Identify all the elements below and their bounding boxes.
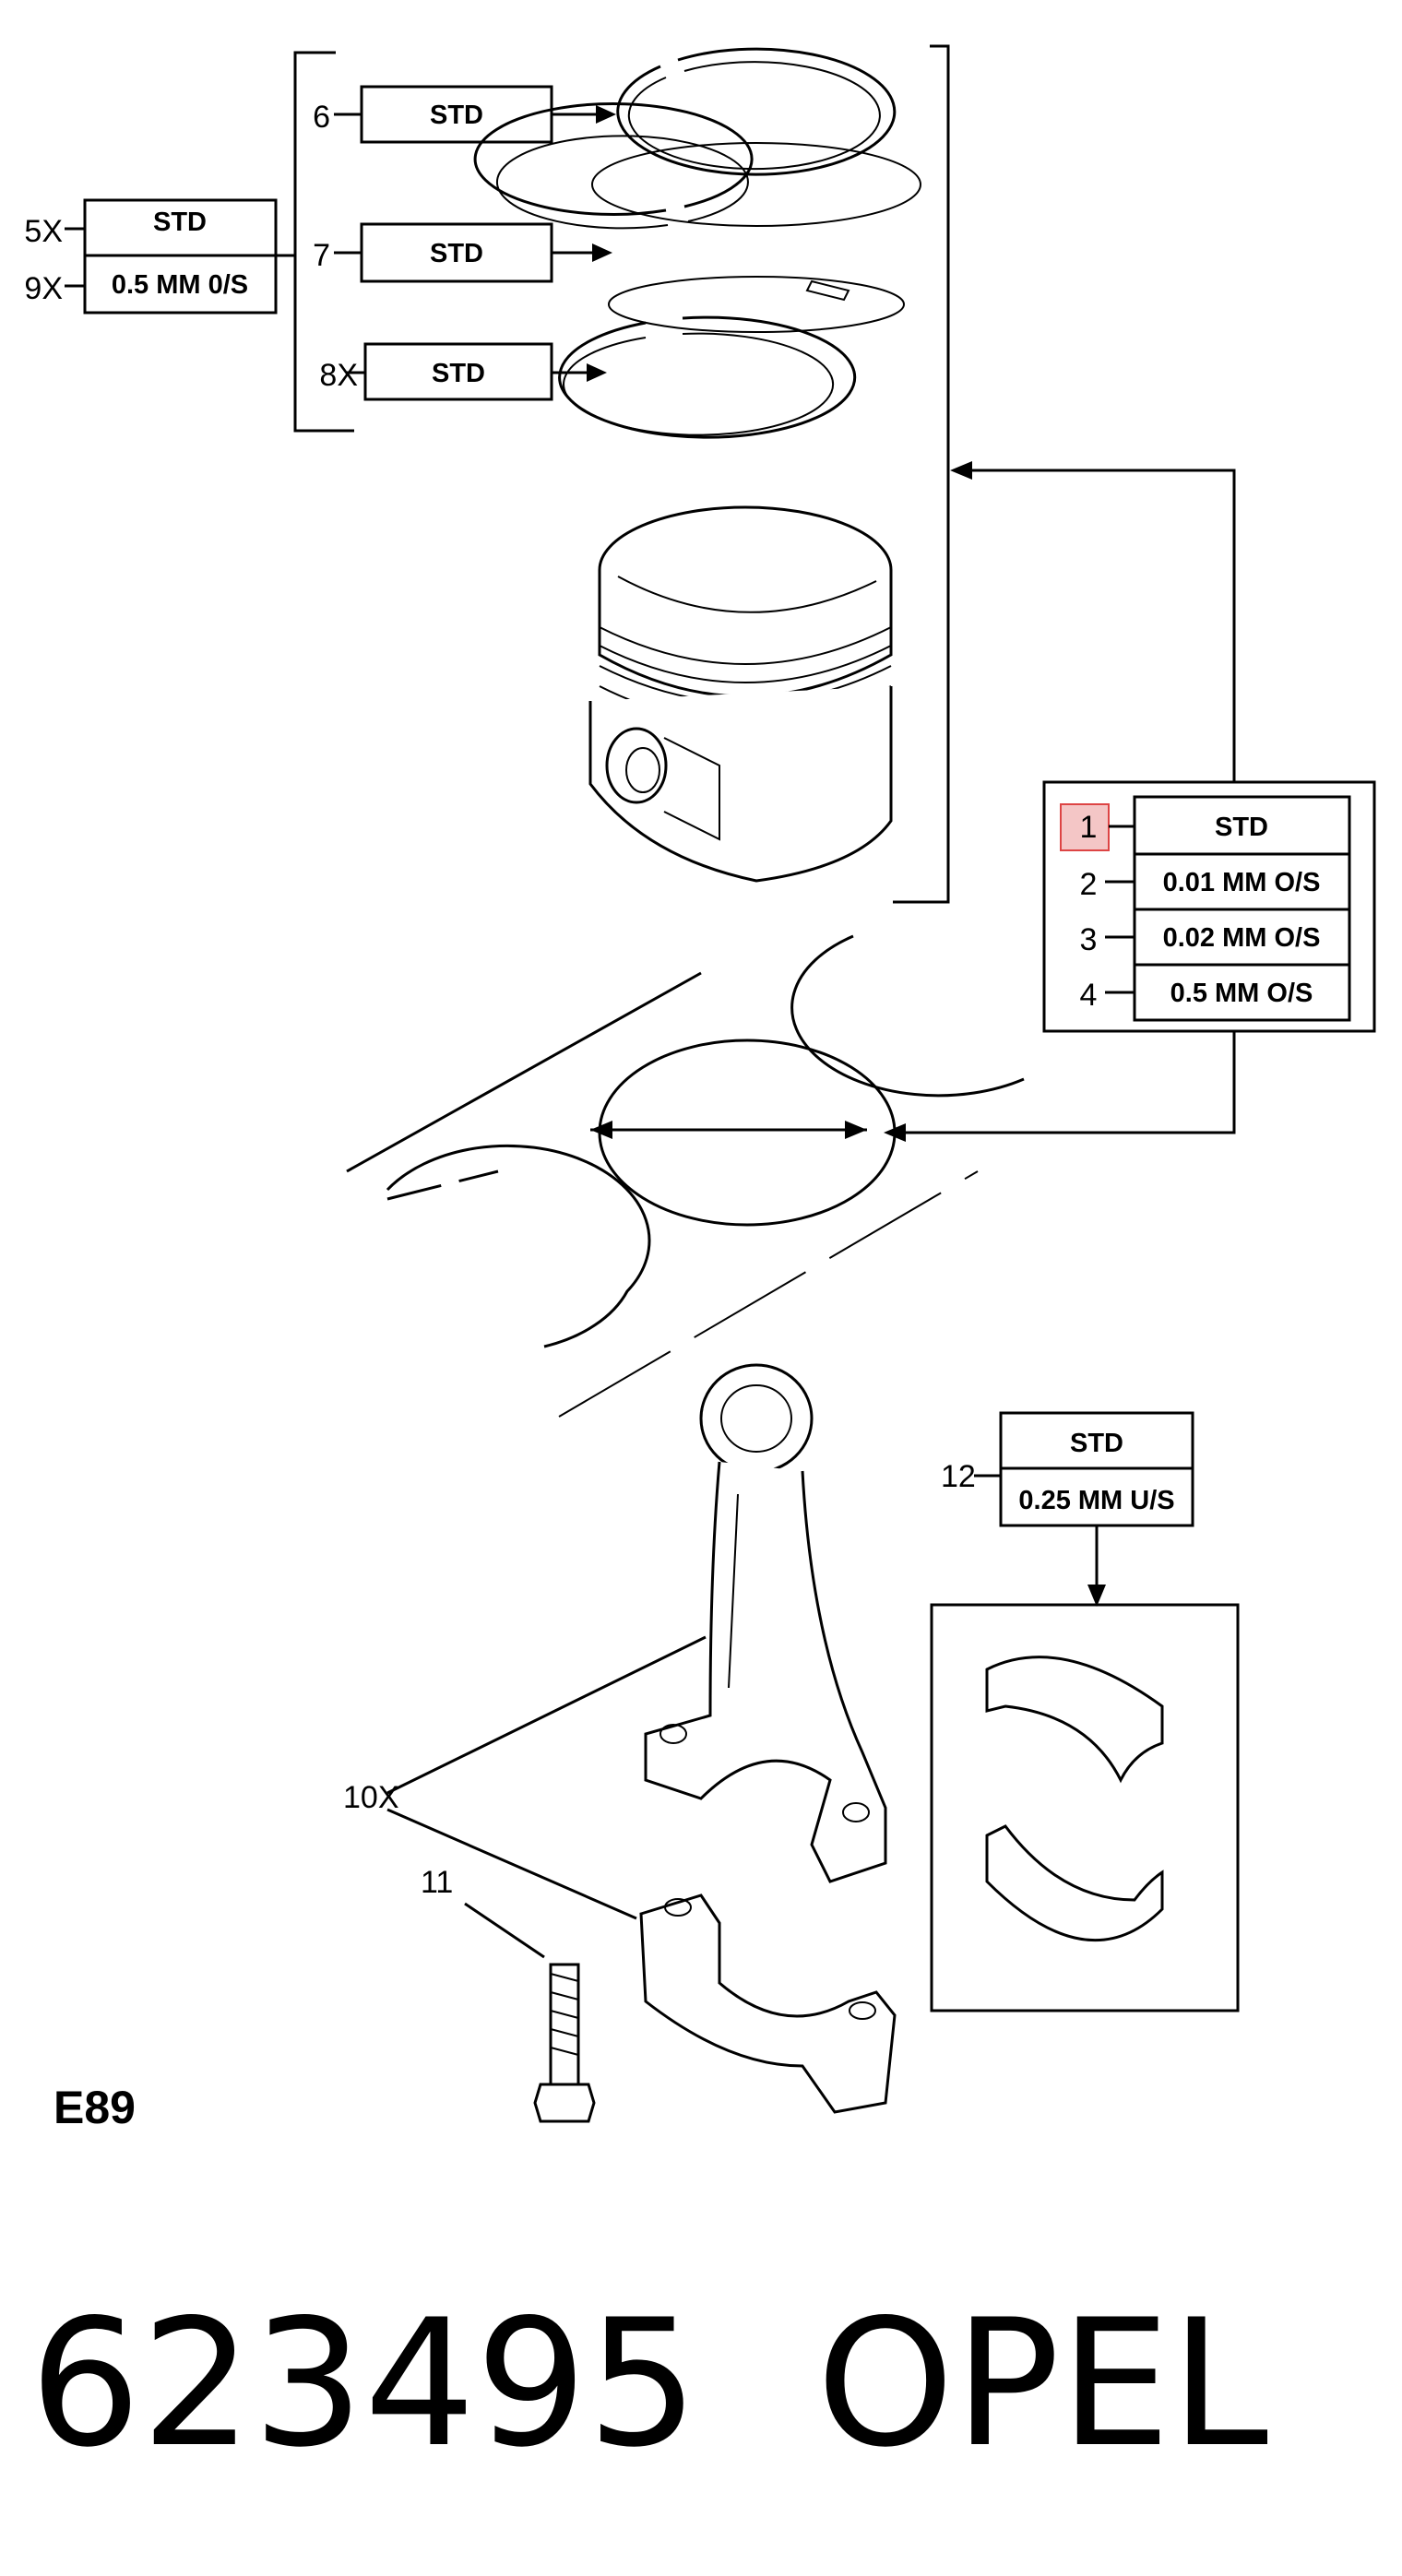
callout-4: 4 [1080, 978, 1098, 1013]
piston-arrow [950, 461, 972, 480]
ring8-arrow [587, 363, 607, 382]
piston-drawing [588, 505, 893, 883]
callout-5x: 5X [24, 214, 63, 249]
piston-table-frame [1042, 780, 1376, 1033]
bearing-us-label: 0.25 MM U/S [1018, 1486, 1174, 1515]
bearing-arrow [1087, 1585, 1106, 1607]
callout-1: 1 [1080, 810, 1098, 845]
part-number: 623495 [30, 2282, 698, 2486]
rod-cap-drawing [639, 1893, 897, 2114]
ring6-size: STD [430, 101, 483, 130]
piston-size-3: 0.02 MM O/S [1163, 923, 1321, 953]
callout-3: 3 [1080, 922, 1098, 957]
ring-set-std-label: STD [153, 208, 207, 237]
ring7-arrow [592, 243, 612, 262]
diagram-code: E89 [53, 2082, 136, 2133]
bearing-std-label: STD [1070, 1429, 1123, 1458]
bearing-group: 12 STD 0.25 MM U/S [930, 1411, 1240, 2012]
piston-bracket [893, 44, 950, 904]
callout-12: 12 [941, 1459, 976, 1494]
ring-set-group: STD 0.5 MM 0/S 5X 9X 6 STD 7 STD 8X STD [24, 47, 921, 439]
rod-bolt-drawing [533, 1963, 596, 2123]
ring8-size: STD [432, 359, 485, 388]
piston-size-2: 0.01 MM O/S [1163, 868, 1321, 897]
callout-1-highlight [1060, 803, 1110, 851]
piston-ring-drawings [473, 47, 921, 439]
callout-2: 2 [1080, 867, 1098, 902]
brand-name: OPEL [816, 2282, 1268, 2486]
ring-bracket [293, 51, 354, 433]
callout-9x: 9X [24, 271, 63, 306]
ring-set-os-box [83, 254, 278, 315]
callout-6: 6 [313, 100, 330, 135]
piston-size-table: 1 STD 2 0.01 MM O/S 3 0.02 MM O/S 4 0.5 … [884, 461, 1376, 1142]
bearing-frame [930, 1603, 1240, 2012]
piston-size-1: STD [1215, 813, 1268, 842]
callout-8x: 8X [319, 358, 358, 393]
ring6-arrow [596, 105, 616, 124]
connecting-rod-drawing [644, 1363, 887, 1883]
callout-11: 11 [421, 1865, 453, 1900]
cylinder-bore-drawing [346, 934, 1025, 1418]
piston-size-4: 0.5 MM O/S [1170, 979, 1313, 1008]
ring-set-os-label: 0.5 MM 0/S [112, 270, 248, 300]
callout-7: 7 [313, 238, 330, 273]
ring7-size: STD [430, 239, 483, 268]
